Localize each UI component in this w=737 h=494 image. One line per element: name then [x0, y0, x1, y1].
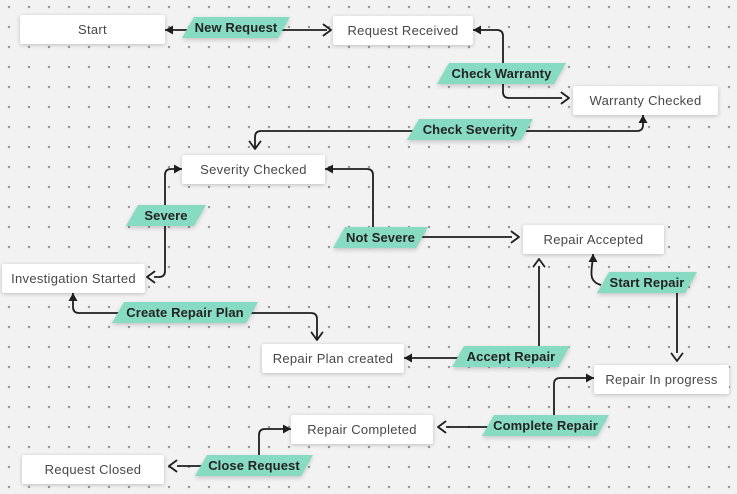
state-repair-plan-created[interactable]: Repair Plan created — [262, 344, 404, 373]
transition-label: Check Warranty — [451, 66, 552, 81]
state-repair-in-progress[interactable]: Repair In progress — [594, 365, 729, 394]
transition-accept-repair[interactable]: Accept Repair — [452, 346, 570, 367]
state-label: Repair Accepted — [543, 232, 644, 247]
transition-complete-repair[interactable]: Complete Repair — [482, 415, 609, 436]
state-severity-checked[interactable]: Severity Checked — [182, 155, 325, 184]
state-repair-completed[interactable]: Repair Completed — [291, 415, 433, 444]
transition-label: Close Request — [208, 458, 300, 473]
state-request-received[interactable]: Request Received — [333, 16, 473, 45]
state-warranty-checked[interactable]: Warranty Checked — [573, 86, 718, 115]
state-start[interactable]: Start — [20, 15, 165, 44]
transition-check-severity[interactable]: Check Severity — [407, 119, 533, 140]
state-label: Repair Plan created — [272, 351, 394, 366]
state-label: Request Received — [347, 23, 459, 38]
state-label: Warranty Checked — [589, 93, 702, 108]
connector-start-repair — [588, 253, 684, 362]
state-label: Start — [78, 22, 107, 37]
transition-label: Check Severity — [422, 122, 518, 137]
transition-severe[interactable]: Severe — [126, 205, 206, 226]
state-request-closed[interactable]: Request Closed — [22, 455, 164, 484]
state-label: Request Closed — [44, 462, 142, 477]
transition-close-request[interactable]: Close Request — [195, 455, 313, 476]
state-repair-accepted[interactable]: Repair Accepted — [523, 225, 664, 254]
state-label: Repair Completed — [307, 422, 417, 437]
transition-label: Accept Repair — [466, 349, 556, 364]
transition-new-request[interactable]: New Request — [182, 17, 290, 38]
transition-label: Severe — [144, 208, 188, 223]
transition-start-repair[interactable]: Start Repair — [597, 272, 697, 293]
transition-label: New Request — [194, 20, 278, 35]
state-label: Investigation Started — [11, 271, 136, 286]
transition-label: Start Repair — [609, 275, 685, 290]
transition-label: Complete Repair — [493, 418, 598, 433]
transition-label: Create Repair Plan — [126, 305, 244, 320]
transition-not-severe[interactable]: Not Severe — [333, 227, 428, 248]
transition-check-warranty[interactable]: Check Warranty — [437, 63, 566, 84]
transition-label: Not Severe — [346, 230, 415, 245]
state-label: Severity Checked — [200, 162, 307, 177]
transition-create-repair-plan[interactable]: Create Repair Plan — [112, 302, 258, 323]
state-label: Repair In progress — [605, 372, 718, 387]
state-investigation-started[interactable]: Investigation Started — [2, 264, 145, 293]
